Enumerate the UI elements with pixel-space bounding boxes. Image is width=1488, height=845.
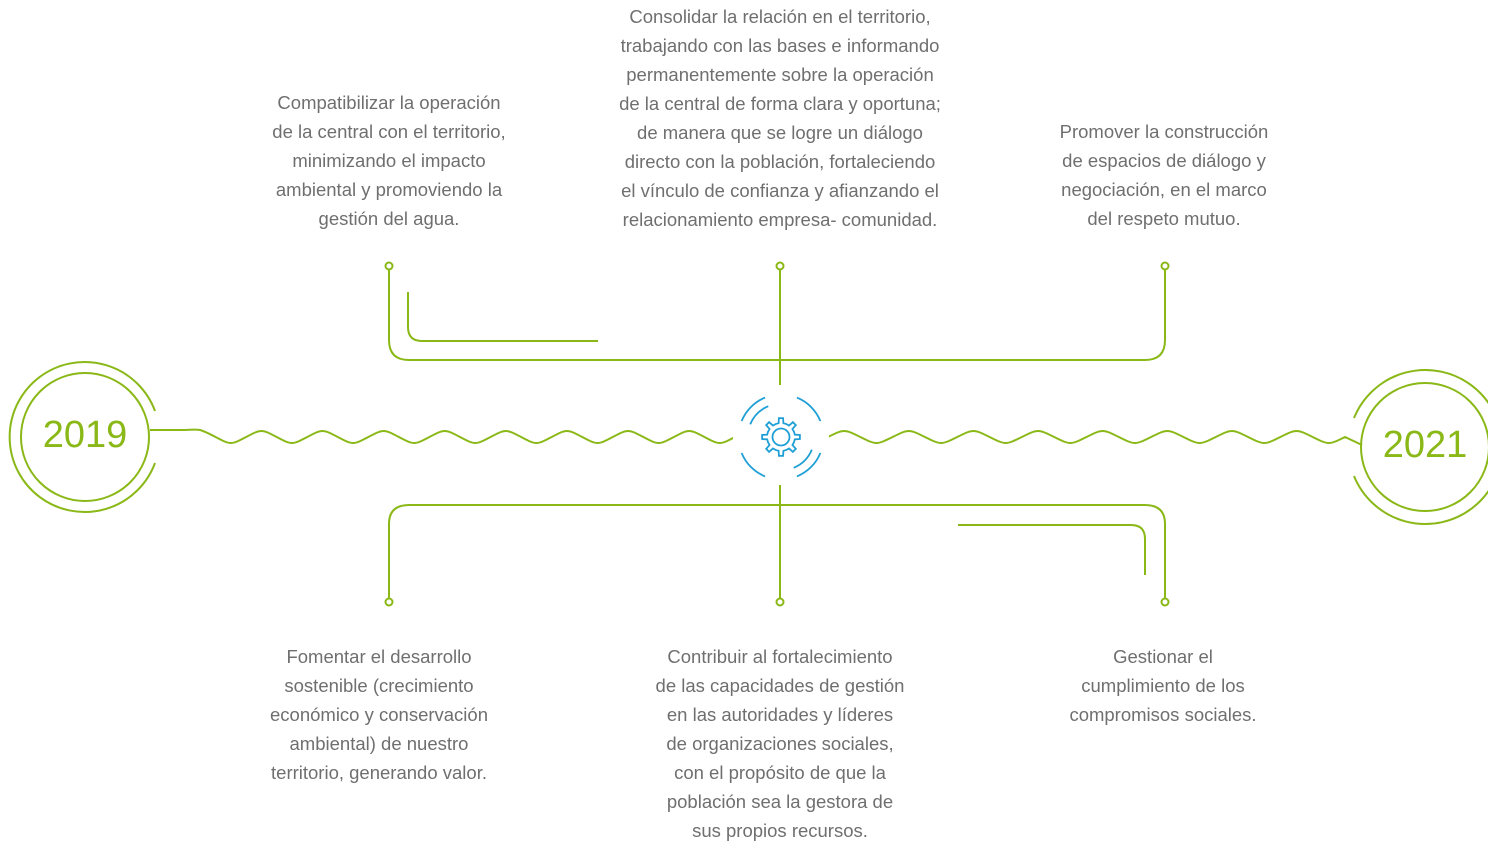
- gear-outline: [761, 417, 801, 457]
- objective-top-right: Promover la construcción de espacios de …: [1059, 121, 1269, 229]
- bottom-connector: [388, 504, 1166, 599]
- end-year-outer-arc: [1353, 369, 1488, 525]
- bottom-left-dot: [384, 597, 394, 607]
- bottom-center-dot: [775, 597, 785, 607]
- timeline-wave: [150, 428, 1363, 446]
- top-right-dot: [1160, 261, 1170, 271]
- top-connector-left: [388, 266, 1166, 361]
- gear-arc-top-left: [740, 396, 766, 422]
- gear-arc-inner-top-left: [749, 405, 769, 425]
- gear-arc-bottom-left: [740, 452, 766, 478]
- gear-icon: [733, 389, 829, 485]
- start-year-inner-circle: [20, 372, 150, 502]
- top-inner-line: [407, 292, 598, 342]
- bottom-right-dot: [1160, 597, 1170, 607]
- objective-bottom-right: Gestionar el cumplimiento de los comprom…: [1069, 646, 1257, 725]
- end-year-inner-circle: [1360, 382, 1488, 512]
- start-year-label: 2019: [42, 414, 128, 456]
- end-year-label: 2021: [1382, 424, 1468, 466]
- gear-arc-top-right: [796, 396, 822, 422]
- gear-hub: [771, 427, 791, 447]
- gear-arc-inner-bottom-right: [793, 449, 813, 469]
- objective-top-center: Consolidar la relación en el territorio,…: [619, 6, 941, 230]
- objective-bottom-center: Contribuir al fortalecimiento de las cap…: [655, 646, 905, 841]
- start-year-outer-arc: [8, 361, 156, 513]
- objective-top-left: Compatibilizar la operación de la centra…: [272, 92, 506, 229]
- objective-bottom-left: Fomentar el desarrollo sostenible (creci…: [270, 646, 488, 783]
- gear-arc-bottom-right: [796, 452, 822, 478]
- top-left-dot: [384, 261, 394, 271]
- top-center-dot: [775, 261, 785, 271]
- bottom-inner-line: [958, 524, 1146, 575]
